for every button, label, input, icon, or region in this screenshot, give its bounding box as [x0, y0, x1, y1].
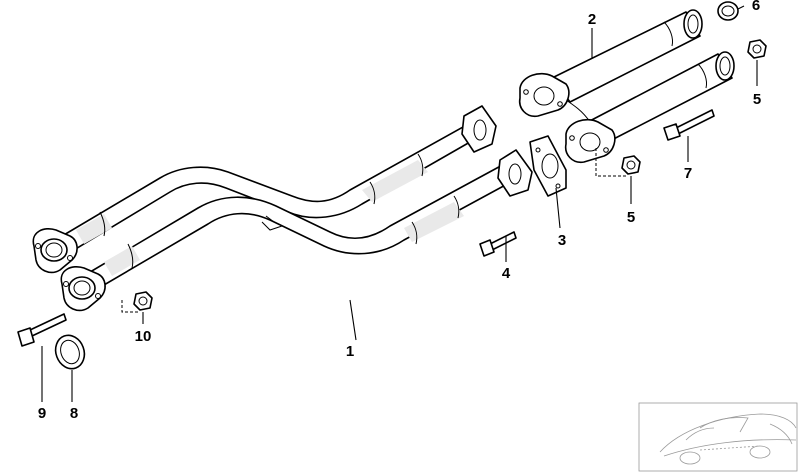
rear-flange-lower: [497, 149, 533, 197]
bolt-part-4: [479, 231, 517, 257]
front-flange-lower: [60, 266, 106, 312]
callout-4: 4: [502, 265, 511, 282]
bolt-part-7: [663, 109, 715, 141]
callout-5b: 5: [627, 209, 635, 226]
callout-1: 1: [346, 343, 354, 360]
rear-flange-2-upper: [518, 72, 570, 118]
nut-part-5-lower: [621, 155, 641, 175]
leader-1: [349, 299, 357, 341]
callout-8: 8: [70, 405, 78, 422]
front-flange-upper: [32, 228, 78, 274]
bolt-part-9: [17, 313, 67, 347]
rear-pipe-assembly: [518, 9, 735, 164]
leader-6: [737, 5, 745, 10]
callout-3: 3: [558, 232, 566, 249]
gasket-part-3: [529, 135, 567, 197]
lower-pipe: [79, 161, 523, 293]
leader-lines: [41, 5, 758, 402]
callout-7: 7: [684, 165, 692, 182]
nut-part-10: [133, 291, 153, 311]
front-pipe-assembly: [32, 105, 533, 312]
callout-2: 2: [588, 11, 596, 28]
gasket-ring-part-8: [54, 334, 86, 370]
callout-5a: 5: [753, 91, 761, 108]
callout-labels: 1 2 3 4 5 5 6 7 8 9 10: [38, 0, 761, 422]
rear-flange-2-lower: [564, 118, 616, 164]
guide-line-10: [121, 300, 140, 313]
nut-part-5-upper: [747, 39, 767, 59]
callout-10: 10: [135, 328, 152, 345]
guide-line-7: [595, 148, 626, 177]
vehicle-location-thumbnail: [638, 402, 798, 472]
ring-part-6: [717, 1, 739, 21]
callout-6: 6: [752, 0, 760, 14]
leader-3: [555, 187, 561, 229]
rear-flange-upper: [461, 105, 497, 153]
callout-9: 9: [38, 405, 46, 422]
